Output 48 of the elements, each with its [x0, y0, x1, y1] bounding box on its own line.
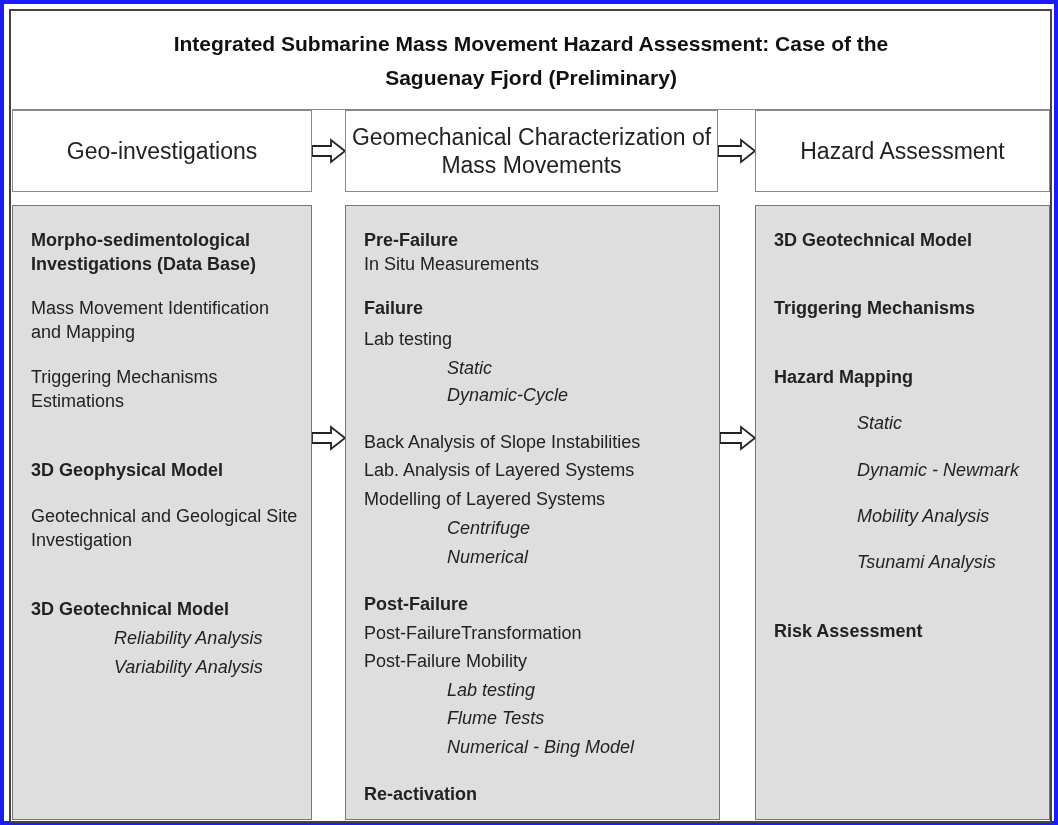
sub-item: Tsunami Analysis	[856, 551, 997, 574]
sub-item: Reliability Analysis	[113, 627, 264, 650]
hollow-arrow	[311, 425, 347, 451]
section-heading: Re-activation	[364, 783, 479, 806]
hollow-arrow	[719, 425, 757, 451]
sub-item: Dynamic - Newmark	[856, 459, 1021, 482]
sub-item: Centrifuge	[446, 517, 532, 540]
item-text: Modelling of Layered Systems	[364, 488, 607, 511]
section-heading: Hazard Mapping	[774, 366, 914, 389]
header-box	[345, 110, 718, 192]
sub-item: Variability Analysis	[113, 656, 264, 679]
section-heading: Triggering Mechanisms	[774, 297, 977, 320]
section-heading: Risk Assessment	[774, 620, 924, 643]
item-text: Lab. Analysis of Layered Systems	[364, 459, 636, 482]
section-heading: Morpho-sedimentological Investigations (Data Base)	[31, 229, 258, 276]
header-text: Geo-investigations	[66, 137, 258, 165]
sub-item: Flume Tests	[446, 707, 546, 730]
header-box	[12, 110, 312, 192]
content-panel	[345, 205, 720, 820]
sub-item: Lab testing	[446, 679, 537, 702]
content-panel	[12, 205, 312, 820]
hollow-arrow	[717, 138, 757, 164]
section-heading: Post-Failure	[364, 593, 470, 616]
item-text: Triggering Mechanisms Estimations	[31, 366, 219, 413]
section-heading: 3D Geotechnical Model	[31, 598, 231, 621]
sub-item: Numerical - Bing Model	[446, 736, 636, 759]
hollow-arrow	[311, 138, 347, 164]
sub-item: Mobility Analysis	[856, 505, 991, 528]
section-heading: 3D Geotechnical Model	[774, 229, 974, 252]
sub-item: Static	[446, 357, 494, 380]
item-text: Lab testing	[364, 328, 454, 351]
item-text: Back Analysis of Slope Instabilities	[364, 431, 642, 454]
item-text: Mass Movement Identification and Mapping	[31, 297, 271, 344]
item-text: In Situ Measurements	[364, 253, 541, 276]
sub-item: Static	[856, 412, 904, 435]
content-panel	[755, 205, 1050, 820]
item-text: Post-Failure Mobility	[364, 650, 529, 673]
sub-item: Dynamic-Cycle	[446, 384, 570, 407]
section-heading: Failure	[364, 297, 425, 320]
section-heading: Pre-Failure	[364, 229, 460, 252]
section-heading: 3D Geophysical Model	[31, 459, 225, 482]
diagram-title: Integrated Submarine Mass Movement Hazard Assessment: Case of the Saguenay Fjord (Preliminary)	[172, 30, 890, 91]
header-box	[755, 110, 1050, 192]
header-text: Geomechanical Characterization of Mass Movements	[350, 123, 713, 179]
item-text: Post-FailureTransformation	[364, 622, 583, 645]
sub-item: Numerical	[446, 546, 530, 569]
item-text: Geotechnical and Geological Site Investigation	[31, 505, 299, 552]
header-text: Hazard Assessment	[800, 137, 1005, 165]
